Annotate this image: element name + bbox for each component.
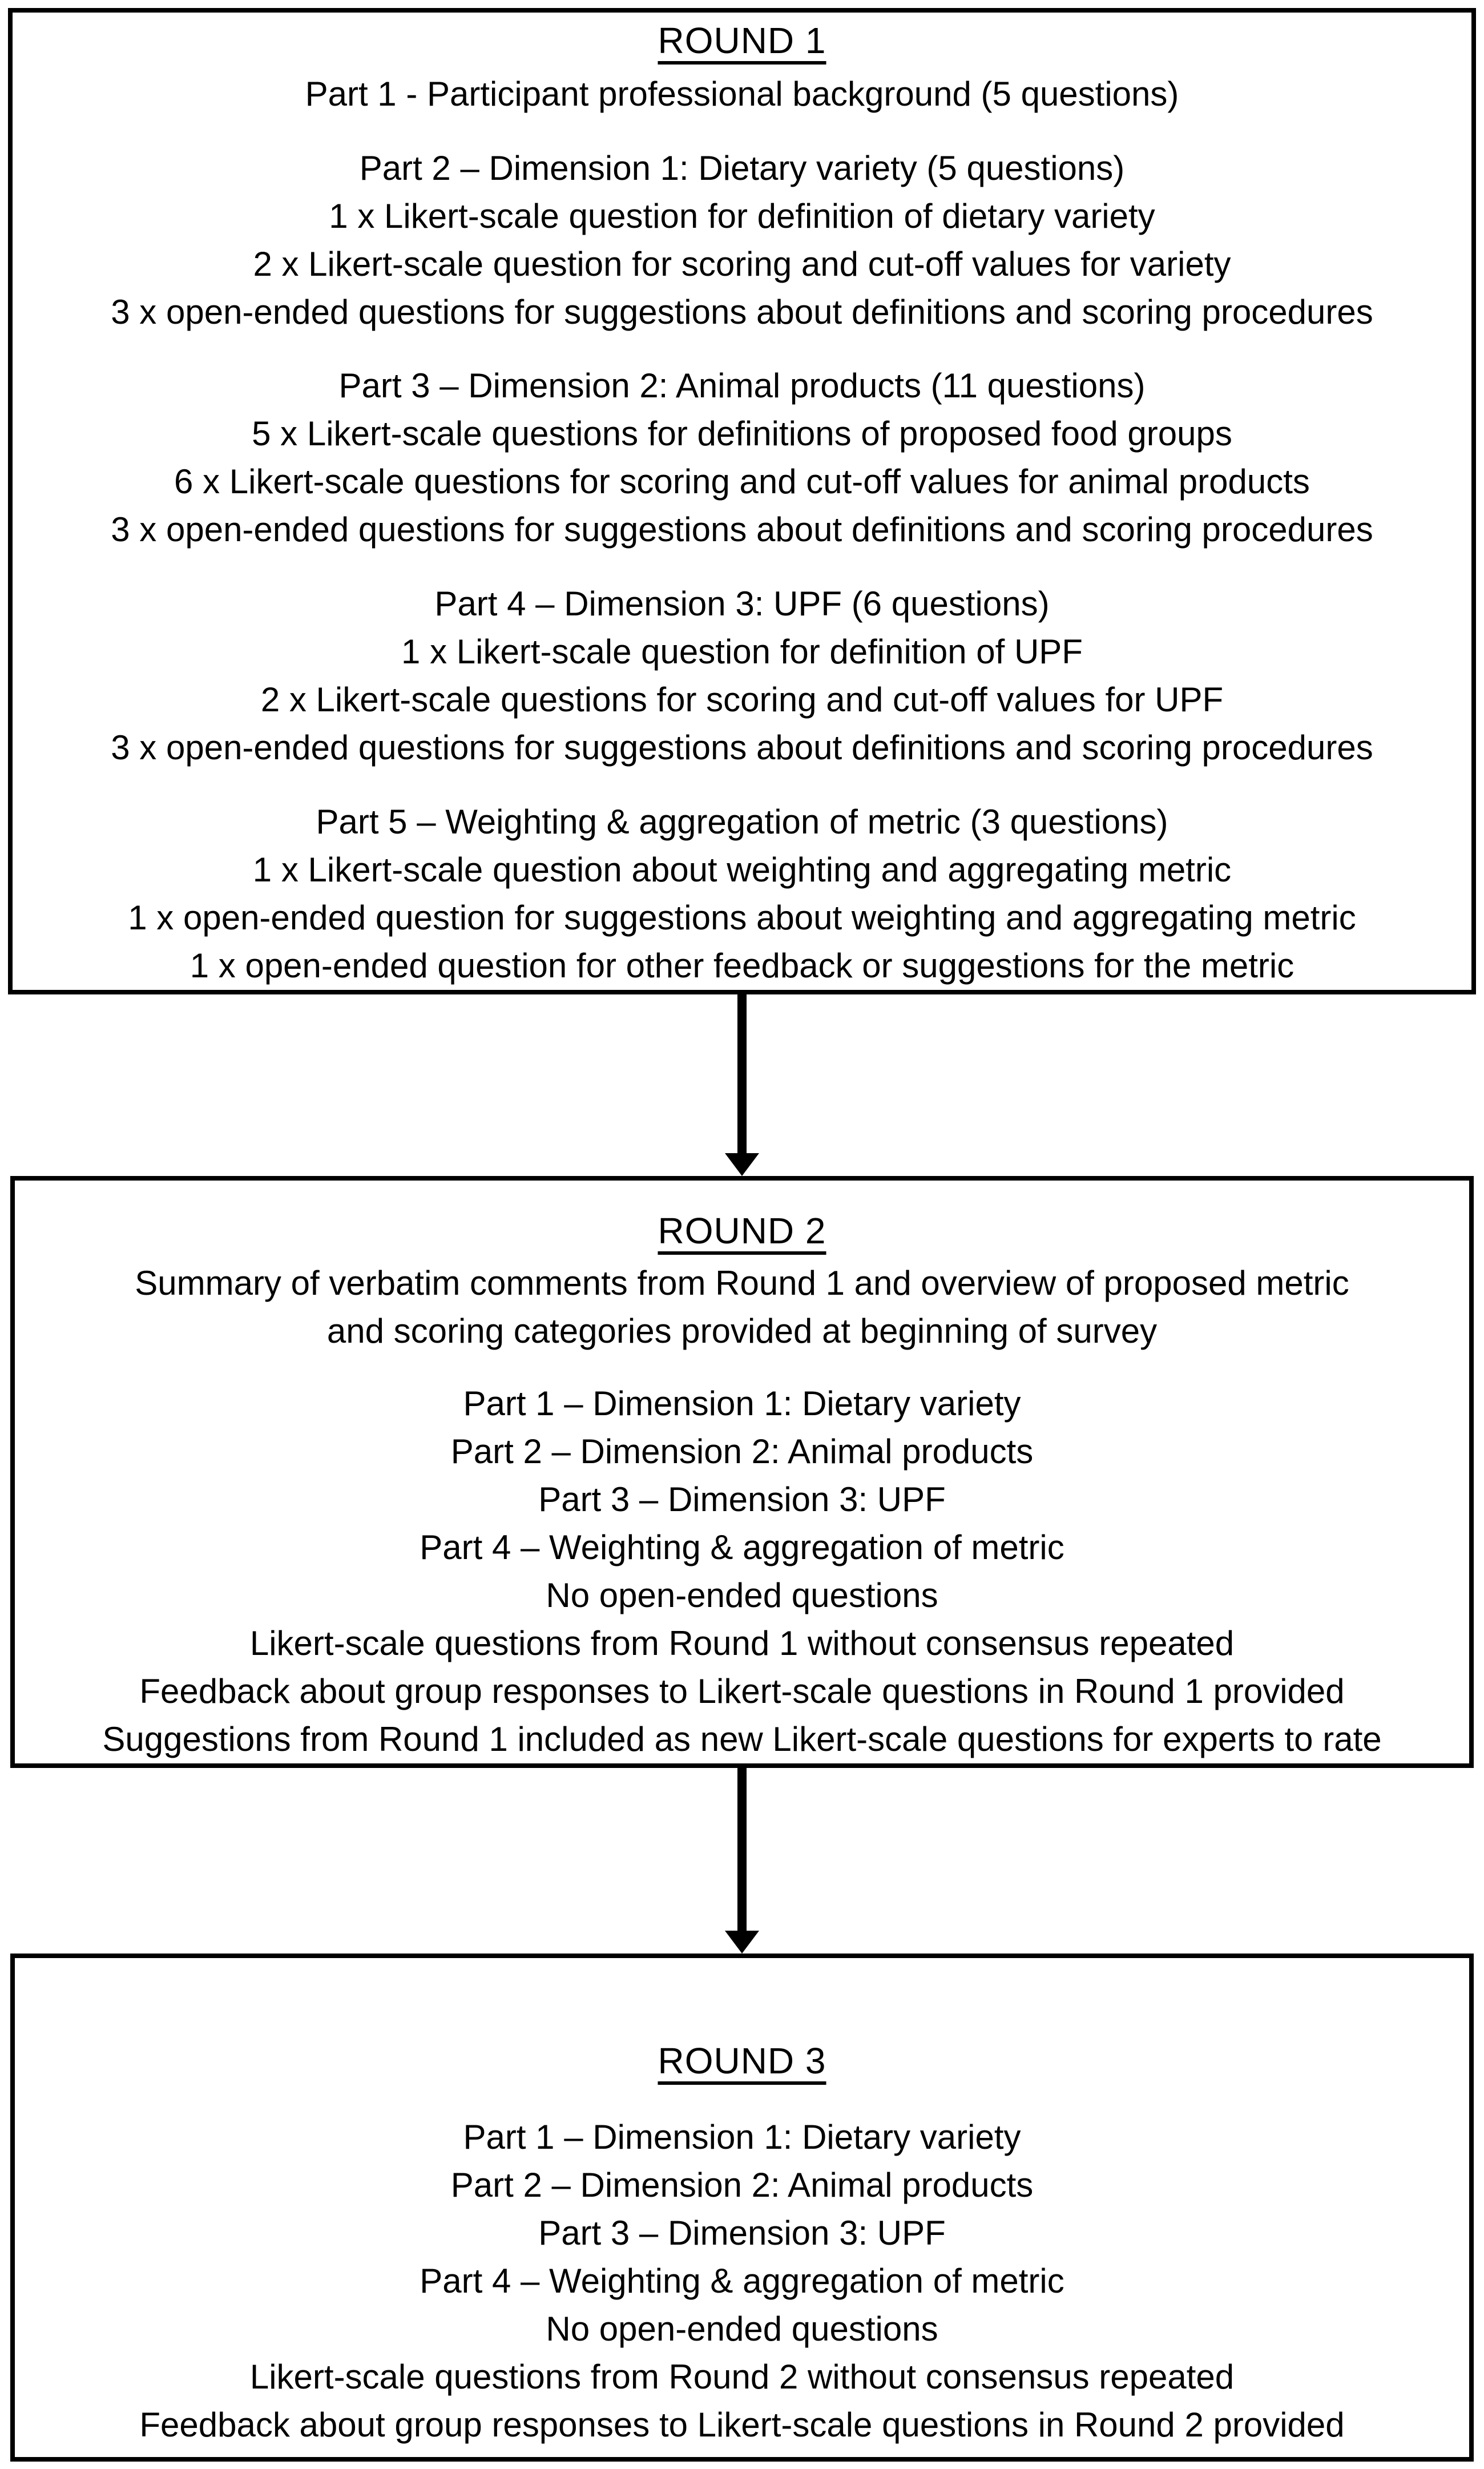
round-1-part-3-line-1: Part 3 – Dimension 2: Animal products (1…: [338, 366, 1146, 405]
round-3-parts-line-7: Feedback about group responses to Likert…: [139, 2406, 1345, 2444]
round-1-part-4-line-4: 3 x open-ended questions for suggestions…: [111, 728, 1373, 767]
round-1-part-3-line-3: 6 x Likert-scale questions for scoring a…: [174, 462, 1310, 501]
round-1-part-4-group: Part 4 – Dimension 3: UPF (6 questions) …: [111, 580, 1373, 772]
round-3-parts-line-4: Part 4 – Weighting & aggregation of metr…: [420, 2262, 1064, 2300]
round-3-box: ROUND 3 Part 1 – Dimension 1: Dietary va…: [10, 1954, 1474, 2462]
arrow-head: [725, 1931, 759, 1954]
round-1-part-3-line-4: 3 x open-ended questions for suggestions…: [111, 510, 1373, 549]
round-1-part-2-group: Part 2 – Dimension 1: Dietary variety (5…: [111, 144, 1373, 336]
round-1-title: ROUND 1: [658, 19, 826, 61]
round-1-part-1-group: Part 1 - Participant professional backgr…: [305, 70, 1179, 118]
round-2-parts-line-4: Part 4 – Weighting & aggregation of metr…: [420, 1528, 1064, 1566]
round-2-parts-group: Part 1 – Dimension 1: Dietary variety Pa…: [102, 1380, 1381, 1763]
round-2-parts-line-2: Part 2 – Dimension 2: Animal products: [450, 1432, 1034, 1471]
round-3-parts-line-5: No open-ended questions: [546, 2310, 938, 2348]
round-1-part-2-line-4: 3 x open-ended questions for suggestions…: [111, 292, 1373, 331]
round-1-part-2-line-1: Part 2 – Dimension 1: Dietary variety (5…: [359, 148, 1125, 187]
round-3-title: ROUND 3: [658, 2040, 826, 2081]
round-3-parts-group: Part 1 – Dimension 1: Dietary variety Pa…: [139, 2113, 1344, 2449]
round-1-part-5-line-4: 1 x open-ended question for other feedba…: [189, 946, 1295, 985]
round-2-summary-group: Summary of verbatim comments from Round …: [114, 1259, 1370, 1355]
round-2-parts-line-6: Likert-scale questions from Round 1 with…: [249, 1624, 1235, 1662]
round-3-parts-line-3: Part 3 – Dimension 3: UPF: [538, 2214, 946, 2252]
round-1-part-5-line-3: 1 x open-ended question for suggestions …: [128, 898, 1356, 937]
round-1-part-5-line-2: 1 x Likert-scale question about weightin…: [252, 850, 1232, 889]
round-3-parts-line-6: Likert-scale questions from Round 2 with…: [249, 2358, 1235, 2396]
round-1-part-4-line-3: 2 x Likert-scale questions for scoring a…: [260, 680, 1224, 719]
round-2-parts-line-8: Suggestions from Round 1 included as new…: [102, 1720, 1382, 1758]
round-2-parts-line-5: No open-ended questions: [546, 1576, 938, 1614]
round-1-part-2-line-3: 2 x Likert-scale question for scoring an…: [253, 244, 1231, 283]
arrow-round2-to-round3-icon: [725, 1768, 759, 1954]
arrow-round1-to-round2-icon: [725, 994, 759, 1176]
round-2-parts-line-1: Part 1 – Dimension 1: Dietary variety: [463, 1384, 1021, 1423]
round-1-part-4-line-2: 1 x Likert-scale question for definition…: [401, 633, 1083, 671]
arrow-shaft: [737, 1768, 747, 1931]
round-1-part-3-group: Part 3 – Dimension 2: Animal products (1…: [111, 362, 1373, 554]
round-2-parts-line-3: Part 3 – Dimension 3: UPF: [538, 1480, 946, 1519]
round-2-parts-line-7: Feedback about group responses to Likert…: [139, 1672, 1345, 1710]
round-2-box: ROUND 2 Summary of verbatim comments fro…: [10, 1176, 1474, 1768]
round-1-part-4-line-1: Part 4 – Dimension 3: UPF (6 questions): [434, 585, 1050, 623]
round-1-part-5-group: Part 5 – Weighting & aggregation of metr…: [128, 798, 1356, 990]
arrow-head: [725, 1153, 759, 1176]
round-1-part-1-line-1: Part 1 - Participant professional backgr…: [305, 74, 1179, 113]
round-3-parts-line-1: Part 1 – Dimension 1: Dietary variety: [463, 2118, 1021, 2156]
round-1-part-3-line-2: 5 x Likert-scale questions for definitio…: [252, 414, 1232, 453]
arrow-shaft: [737, 994, 747, 1153]
round-1-box: ROUND 1 Part 1 - Participant professiona…: [8, 8, 1476, 994]
round-3-parts-line-2: Part 2 – Dimension 2: Animal products: [450, 2166, 1034, 2204]
round-2-summary-text: Summary of verbatim comments from Round …: [135, 1264, 1349, 1351]
round-2-title: ROUND 2: [658, 1210, 826, 1251]
round-1-part-2-line-2: 1 x Likert-scale question for definition…: [329, 196, 1155, 235]
round-1-part-5-line-1: Part 5 – Weighting & aggregation of metr…: [316, 802, 1168, 841]
